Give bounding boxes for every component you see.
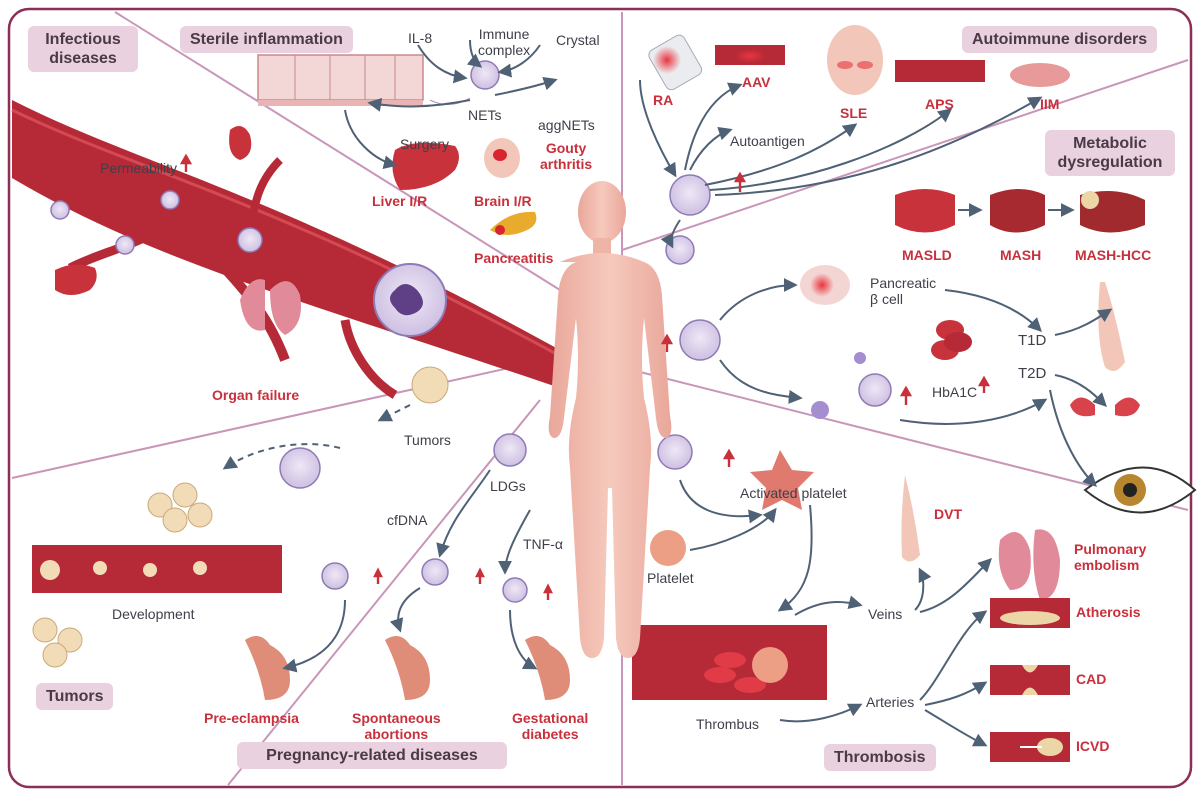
liver-ir-label: Liver I/R bbox=[372, 193, 428, 209]
tnf-alpha-label: TNF-α bbox=[523, 536, 563, 552]
tumors-label: Tumors bbox=[404, 432, 451, 448]
organ-failure-label: Organ failure bbox=[212, 387, 300, 403]
epithelium-layer bbox=[257, 54, 424, 106]
increase-arrows bbox=[179, 153, 991, 600]
section-label-autoimmune: Autoimmune disorders bbox=[962, 26, 1158, 53]
thrombus-blood-vessel bbox=[632, 598, 1070, 762]
human-figure bbox=[548, 181, 672, 658]
activated-platelet-label: Activated platelet bbox=[740, 485, 847, 501]
il8-label: IL-8 bbox=[408, 30, 433, 46]
ra-label: RA bbox=[653, 92, 674, 108]
hba1c-label: HbA1C bbox=[932, 384, 978, 400]
pulmonary-embolism-label: Pulmonary embolism bbox=[1074, 541, 1147, 573]
section-label-pregnancy: Pregnancy-related diseases bbox=[237, 742, 507, 769]
organ-illustrations bbox=[55, 25, 1197, 600]
thrombus-label: Thrombus bbox=[696, 716, 760, 732]
surgery-label: Surgery bbox=[400, 136, 450, 152]
mash-hcc-label: MASH-HCC bbox=[1075, 247, 1152, 263]
dvt-label: DVT bbox=[934, 506, 962, 522]
immune-complex-label: Immune complex bbox=[478, 26, 531, 58]
section-label-infectious: Infectious diseases bbox=[28, 26, 138, 72]
cfdna-label: cfDNA bbox=[387, 512, 428, 528]
spontaneous-abortions-label: Spontaneous abortions bbox=[352, 710, 441, 742]
pancreatitis-label: Pancreatitis bbox=[474, 250, 554, 266]
section-label-tumors: Tumors bbox=[36, 683, 114, 710]
sle-label: SLE bbox=[840, 105, 868, 121]
arteries-label: Arteries bbox=[866, 694, 915, 710]
aps-label: APS bbox=[925, 96, 954, 112]
t2d-label: T2D bbox=[1018, 365, 1047, 382]
nets-label: NETs bbox=[468, 107, 502, 123]
section-label-thrombosis: Thrombosis bbox=[824, 744, 936, 771]
cad-label: CAD bbox=[1076, 671, 1107, 687]
t1d-label: T1D bbox=[1018, 332, 1047, 349]
mash-label: MASH bbox=[1000, 247, 1042, 263]
aav-label: AAV bbox=[742, 74, 771, 90]
gestational-diabetes-label: Gestational diabetes bbox=[512, 710, 589, 742]
autoantigen-label: Autoantigen bbox=[730, 133, 805, 149]
platelet-label: Platelet bbox=[647, 570, 694, 586]
veins-label: Veins bbox=[868, 606, 903, 622]
iim-label: IIM bbox=[1040, 96, 1060, 112]
gouty-arthritis-label: Gouty arthritis bbox=[540, 140, 593, 172]
tumor-blood-vessel bbox=[32, 482, 282, 668]
brain-ir-label: Brain I/R bbox=[474, 193, 532, 209]
ldgs-label: LDGs bbox=[490, 478, 526, 494]
preeclampsia-label: Pre-eclampsia bbox=[204, 710, 299, 726]
permeability-label: Permeability bbox=[100, 160, 178, 176]
section-label-sterile: Sterile inflammation bbox=[180, 26, 353, 53]
development-label: Development bbox=[112, 606, 195, 622]
pregnancy-figures bbox=[245, 636, 570, 700]
aggnets-label: aggNETs bbox=[538, 117, 595, 133]
masld-label: MASLD bbox=[902, 247, 952, 263]
crystal-label: Crystal bbox=[556, 32, 600, 48]
pancreatic-beta-cell-label: Pancreatic β cell bbox=[870, 275, 937, 307]
flow-arrows bbox=[222, 39, 1113, 747]
atherosis-label: Atherosis bbox=[1076, 604, 1141, 620]
section-label-metabolic: Metabolic dysregulation bbox=[1045, 130, 1175, 176]
neutrophil-cells bbox=[50, 60, 892, 665]
icvd-label: ICVD bbox=[1076, 738, 1110, 754]
